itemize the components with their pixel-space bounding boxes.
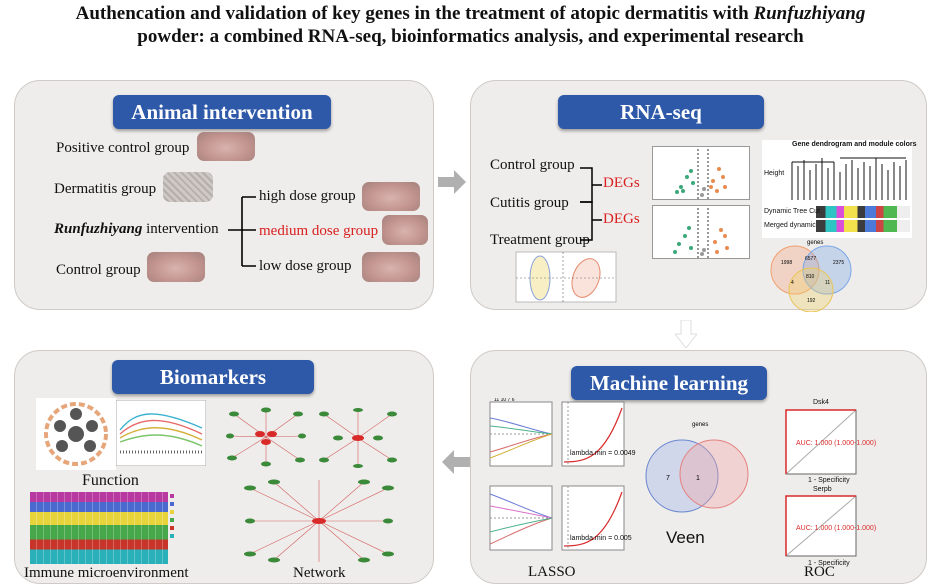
degs-label-1: DEGs xyxy=(603,175,640,191)
lasso-top-nums: 11 10 7 6 xyxy=(494,398,515,403)
volcano-plot-1 xyxy=(652,146,750,200)
spec-label-2: 1 - Specificity xyxy=(808,560,850,567)
title-line1: Authencation and validation of key genes… xyxy=(75,3,754,24)
low-dose-photo xyxy=(362,252,420,282)
rna-cutitis-label: Cutitis group xyxy=(490,195,569,211)
immune-legend xyxy=(170,494,174,538)
arrow-right-icon xyxy=(438,170,466,194)
title-line2: powder: a combined RNA-seq, bioinformati… xyxy=(137,26,804,47)
dendrogram: Gene dendrogram and module colors Height… xyxy=(762,140,916,238)
degs-brackets xyxy=(580,167,602,241)
function-network xyxy=(36,398,116,470)
degs-label-2: DEGs xyxy=(603,211,640,227)
intervention-text: intervention xyxy=(142,221,219,237)
veen-label: Veen xyxy=(666,528,705,547)
pca-plot xyxy=(515,251,617,303)
control-photo xyxy=(147,252,205,282)
rna-venn-num-5: 11 xyxy=(825,280,830,286)
title-italic: Runfuzhiyang xyxy=(753,3,866,24)
machine-learning-banner: Machine learning xyxy=(571,366,767,400)
rna-treatment-label: Treatment group xyxy=(490,232,590,248)
figure-title: Authencation and validation of key genes… xyxy=(0,2,941,48)
arrow-down-icon xyxy=(675,320,697,348)
dose-bracket xyxy=(228,196,256,267)
roc-curve-1 xyxy=(785,409,857,475)
function-label: Function xyxy=(82,472,139,489)
control-group-label: Control group xyxy=(56,262,141,278)
medium-dose-photo xyxy=(382,215,428,245)
low-dose-label: low dose group xyxy=(259,258,352,274)
dermatitis-label: Dermatitis group xyxy=(54,181,157,197)
volcano-plot-2 xyxy=(652,205,750,259)
high-dose-photo xyxy=(362,182,420,211)
rna-venn-num-2: 2375 xyxy=(833,260,844,266)
lambda-label-1: lambda.min = 0.0049 xyxy=(570,450,636,457)
module-colors-1 xyxy=(816,206,910,218)
medium-dose-label: medium dose group xyxy=(259,223,379,239)
rna-venn-num-4: 4 xyxy=(791,280,794,286)
rna-venn-title: genes xyxy=(807,240,823,246)
arrow-left-icon xyxy=(442,450,470,474)
ml-venn-title: genes xyxy=(692,422,708,428)
rna-venn-diagram: genes 1998 6577 2375 810 4 11 192 xyxy=(770,240,852,312)
ml-venn-left: 7 xyxy=(666,475,670,482)
lasso-cv-plot-2 xyxy=(561,485,625,551)
positive-control-photo xyxy=(197,132,255,161)
lasso-coef-plot-1: 11 10 7 6 xyxy=(489,398,553,467)
rnaseq-banner: RNA-seq xyxy=(558,95,764,129)
roc-title-1: Dsk4 xyxy=(813,399,829,406)
animal-intervention-banner: Animal intervention xyxy=(113,95,331,129)
lasso-coef-plot-2 xyxy=(489,485,553,551)
gsea-plot xyxy=(116,400,206,466)
dendrogram-title: Gene dendrogram and module colors xyxy=(792,141,917,148)
positive-control-label: Positive control group xyxy=(56,140,190,156)
auc-label-1: AUC: 1.000 (1.000-1.000) xyxy=(796,440,877,447)
roc-curve-2 xyxy=(785,495,857,557)
ml-venn-diagram: genes 7 1 xyxy=(645,422,749,513)
immune-label: Immune microenvironment xyxy=(24,565,189,581)
roc-title-2: Serpb xyxy=(813,486,832,493)
high-dose-label: high dose group xyxy=(259,188,356,204)
rna-venn-num-3: 810 xyxy=(806,274,815,280)
rna-venn-num-6: 192 xyxy=(807,298,816,304)
ml-venn-mid: 1 xyxy=(696,475,700,482)
dendrogram-tree xyxy=(791,157,907,200)
lambda-label-2: lambda.min = 0.005 xyxy=(570,535,632,542)
tree-cut-label: Dynamic Tree Cut xyxy=(764,208,821,215)
biomarkers-banner: Biomarkers xyxy=(112,360,314,394)
module-colors-2 xyxy=(816,220,910,232)
runfuzhiyang-intervention-label: Runfuzhiyang intervention xyxy=(54,221,219,238)
rna-venn-num-1: 6577 xyxy=(805,256,816,262)
lasso-label: LASSO xyxy=(528,564,576,580)
network-graph-2 xyxy=(319,408,397,468)
network-graph-1 xyxy=(226,407,306,467)
immune-barplot xyxy=(30,492,168,564)
network-graph-3 xyxy=(244,479,394,563)
auc-label-2: AUC: 1.000 (1.000-1.000) xyxy=(796,525,877,532)
roc-label: ROC xyxy=(804,564,835,580)
dermatitis-photo xyxy=(163,172,213,202)
network-label: Network xyxy=(293,565,346,581)
runfuzhiyang-italic: Runfuzhiyang xyxy=(54,221,143,237)
lasso-cv-plot-1 xyxy=(561,401,625,467)
rna-control-label: Control group xyxy=(490,157,575,173)
spec-label-1: 1 - Specificity xyxy=(808,477,850,484)
dendrogram-height-label: Height xyxy=(764,170,785,177)
rna-venn-num-0: 1998 xyxy=(781,260,792,266)
merged-label: Merged dynamic xyxy=(764,222,816,229)
